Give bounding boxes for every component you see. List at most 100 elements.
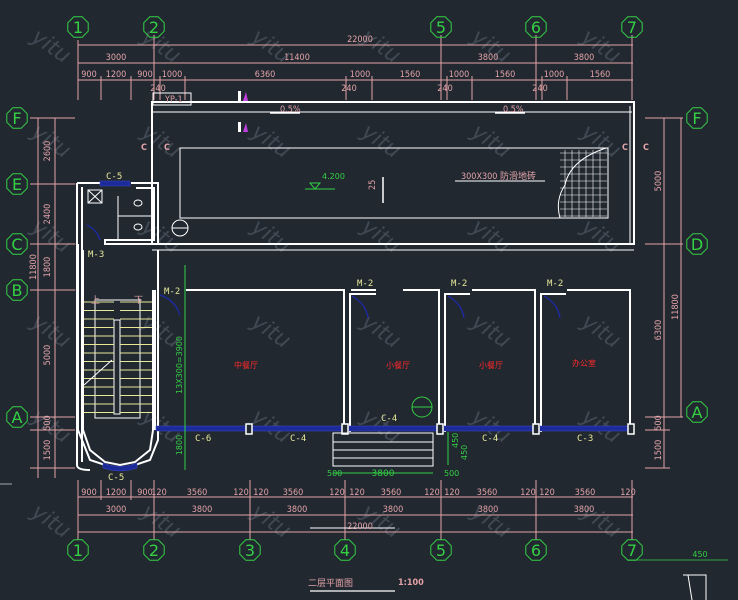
watermark-text: yitu bbox=[356, 214, 405, 259]
dim-left-segment: 5000 bbox=[43, 345, 53, 366]
axis-bottom-4-bubble bbox=[334, 539, 356, 561]
axis-left-E-bubble bbox=[6, 173, 28, 195]
dim-bay-bottom: 3800 bbox=[192, 505, 213, 515]
dim-detail-bottom: 120 bbox=[329, 488, 344, 498]
door-tag: M-2 bbox=[357, 279, 373, 289]
dim-detail-bottom: 120 bbox=[349, 488, 364, 498]
dim-detail-bottom: 120 bbox=[151, 488, 166, 498]
axis-bottom-1-bubble bbox=[67, 539, 89, 561]
dim-right-overall: 11800 bbox=[671, 294, 681, 320]
dim-right-segment: 1500 bbox=[654, 440, 664, 461]
dim-detail-bottom: 120 bbox=[444, 488, 459, 498]
dim-detail-top: 1200 bbox=[106, 70, 127, 80]
dim-detail-bottom: 3560 bbox=[381, 488, 402, 498]
axis-right-F-label: F bbox=[692, 109, 701, 128]
stair-treads bbox=[83, 301, 152, 413]
dim-detail-top: 900 bbox=[137, 70, 152, 80]
dim-detail-bottom: 3560 bbox=[575, 488, 596, 498]
dim-wall-thickness: 240 bbox=[150, 84, 165, 94]
axis-top-6-bubble bbox=[525, 16, 547, 38]
dim-detail-bottom: 900 bbox=[137, 488, 152, 498]
rain-pipe-label: YP-1 bbox=[164, 95, 183, 105]
watermark-text: yitu bbox=[466, 214, 515, 259]
watermark-text: yitu bbox=[356, 24, 405, 69]
dim-left-segment: 2600 bbox=[43, 141, 53, 162]
axis-right-D-bubble bbox=[686, 233, 708, 255]
axis-bottom-2-bubble bbox=[143, 539, 165, 561]
toilet-icon bbox=[133, 223, 143, 231]
axis-top-7-label: 7 bbox=[627, 18, 637, 37]
axis-right-D-label: D bbox=[691, 235, 703, 254]
tile-note: 300X300 防滑地砖 bbox=[461, 170, 536, 182]
dim-right-segment: 6300 bbox=[654, 320, 664, 341]
axis-right-A-bubble bbox=[686, 401, 708, 423]
drain-label: 25 bbox=[368, 180, 378, 190]
dim-detail-top: 1560 bbox=[400, 70, 421, 80]
section-mark-label: C bbox=[622, 143, 628, 153]
dim-detail-bottom: 900 bbox=[81, 488, 96, 498]
dim-overall-top: 22000 bbox=[347, 35, 373, 45]
axis-top-6-label: 6 bbox=[531, 18, 541, 37]
dim-bay-bottom: 3800 bbox=[287, 505, 308, 515]
misc-symbols bbox=[0, 91, 707, 600]
room-label: 办公室 bbox=[572, 358, 596, 368]
dim-detail-top: 1560 bbox=[590, 70, 611, 80]
axis-bottom-5-bubble bbox=[430, 539, 452, 561]
watermark-text: yitu bbox=[356, 119, 405, 164]
axis-left-C-bubble bbox=[6, 233, 28, 255]
axis-left-A-bubble bbox=[6, 406, 28, 428]
watermark-text: yitu bbox=[466, 119, 515, 164]
steps-side-dim: 500 bbox=[327, 469, 342, 478]
axis-leader-lines bbox=[30, 183, 78, 291]
door-tag: M-2 bbox=[164, 287, 180, 297]
axis-bottom-1-label: 1 bbox=[73, 541, 83, 560]
dim-bay-bottom: 3800 bbox=[574, 505, 595, 515]
tile-hatch bbox=[455, 147, 607, 219]
dim-detail-top: 900 bbox=[81, 70, 96, 80]
dim-wall-thickness: 240 bbox=[341, 84, 356, 94]
stair-up-label: 上 bbox=[91, 295, 100, 306]
dim-bay-top: 3800 bbox=[574, 53, 595, 63]
dim-detail-bottom: 1200 bbox=[106, 488, 127, 498]
elevation-marker-icon bbox=[308, 182, 322, 190]
roof-slope-label: 0.5% bbox=[503, 105, 524, 115]
axis-bottom-4-label: 4 bbox=[340, 541, 350, 560]
axis-left-A-label: A bbox=[12, 408, 23, 427]
axis-top-1-label: 1 bbox=[73, 18, 83, 37]
door-swings bbox=[86, 224, 561, 319]
window-tag: C-4 bbox=[482, 434, 498, 444]
watermark-text: yitu bbox=[246, 119, 295, 164]
window-tag: C-5 bbox=[108, 473, 124, 483]
door-tag: M-3 bbox=[88, 250, 104, 260]
axis-bottom-3-label: 3 bbox=[245, 541, 255, 560]
wall-posts bbox=[245, 423, 635, 435]
stair-side-dim: 1800 bbox=[175, 435, 184, 455]
watermark-text: yitu bbox=[136, 499, 185, 544]
dim-bay-bottom: 3000 bbox=[106, 505, 127, 515]
bottom-dimension-lines bbox=[77, 480, 633, 540]
dim-detail-bottom: 3560 bbox=[187, 488, 208, 498]
dim-detail-bottom: 120 bbox=[253, 488, 268, 498]
axis-top-2-bubble bbox=[143, 16, 165, 38]
dim-detail-top: 1000 bbox=[350, 70, 371, 80]
watermark-text: yitu bbox=[576, 214, 625, 259]
detail-fragment bbox=[683, 574, 707, 600]
section-arrow-icon bbox=[243, 92, 248, 101]
watermark-text: yitu bbox=[246, 214, 295, 259]
watermark-text: yitu bbox=[136, 119, 185, 164]
dim-wall-thickness: 240 bbox=[437, 84, 452, 94]
dim-bay-top: 3000 bbox=[106, 53, 127, 63]
room-label: 小餐厅 bbox=[386, 361, 410, 370]
axis-right-F-bubble bbox=[686, 107, 708, 129]
axis-top-5-label: 5 bbox=[436, 18, 446, 37]
dim-detail-top: 1000 bbox=[162, 70, 183, 80]
dim-bay-top: 11400 bbox=[284, 53, 310, 63]
watermark-text: yitu bbox=[136, 24, 185, 69]
axis-left-E-label: E bbox=[12, 175, 22, 194]
dim-detail-bottom: 120 bbox=[539, 488, 554, 498]
dim-detail-bottom: 3560 bbox=[283, 488, 304, 498]
window-c5-bottom bbox=[102, 462, 138, 472]
top-dimension-lines bbox=[77, 35, 633, 100]
